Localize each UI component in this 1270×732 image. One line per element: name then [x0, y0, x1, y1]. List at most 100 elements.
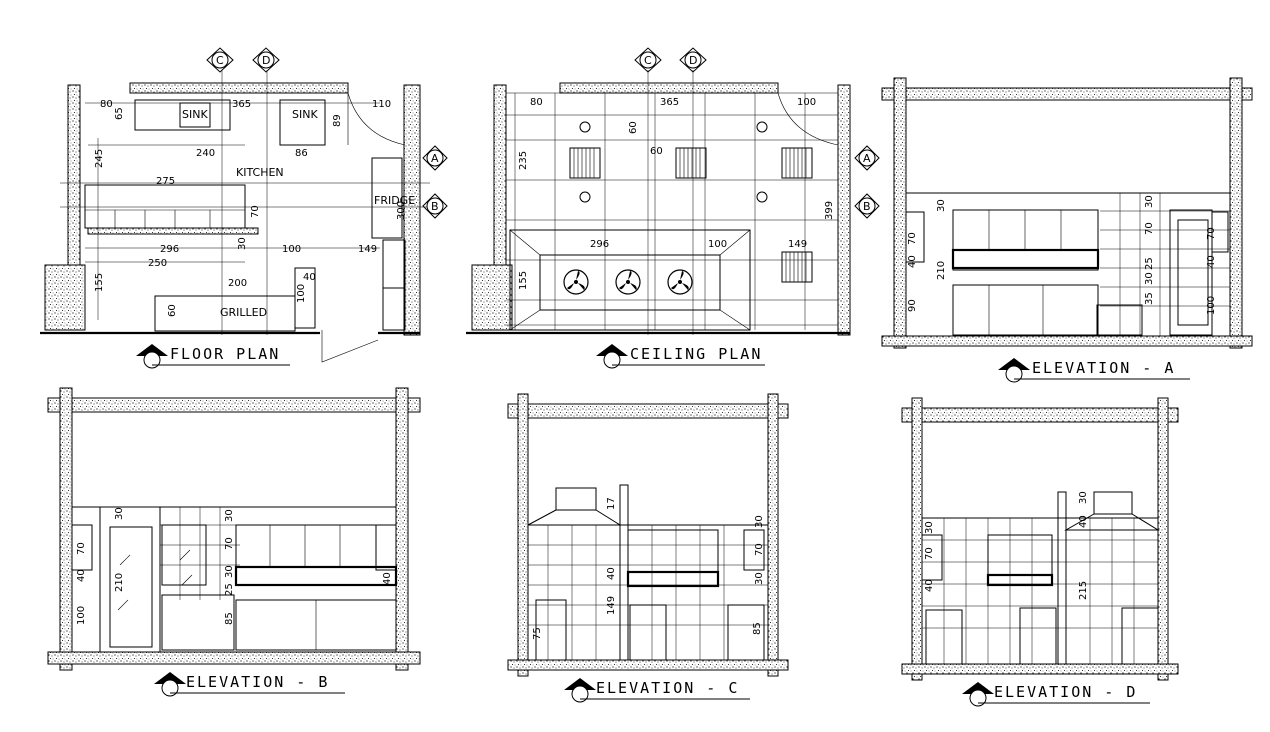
dim-label: 85: [752, 622, 763, 635]
dim-label: 365: [660, 97, 679, 108]
floor-plan-title: FLOOR PLAN: [136, 344, 290, 369]
room-label-kitchen: KITCHEN: [236, 166, 284, 179]
dim-label: 100: [296, 284, 307, 303]
svg-text:C: C: [644, 54, 652, 67]
marker-b: B: [422, 193, 448, 219]
svg-text:D: D: [262, 54, 270, 67]
dim-label: 30: [754, 515, 765, 528]
room-label-sink-2: SINK: [292, 108, 318, 121]
dim-label: 30: [224, 509, 235, 522]
dim-label: 60: [650, 146, 663, 157]
dim-label: 40: [924, 579, 935, 592]
dim-label: 149: [606, 596, 617, 615]
dim-label: 30: [754, 572, 765, 585]
dim-label: 30: [224, 565, 235, 578]
dim-label: 30: [1078, 491, 1089, 504]
dim-label: 85: [224, 612, 235, 625]
svg-text:ELEVATION - A: ELEVATION - A: [1032, 359, 1175, 377]
dim-label: 40: [907, 255, 918, 268]
elevation-c-title: ELEVATION - C: [564, 678, 750, 703]
room-label-sink-1: SINK: [182, 108, 208, 121]
dim-label: 30: [1144, 195, 1155, 208]
dim-label: 275: [156, 176, 175, 187]
dim-label: 30: [114, 507, 125, 520]
dim-label: 70: [924, 547, 935, 560]
svg-text:ELEVATION - D: ELEVATION - D: [994, 683, 1137, 701]
elevation-a: 30 70 40 210 90 30 70 25 30 35 70 40 100…: [881, 77, 1253, 383]
dim-label: 100: [1206, 296, 1217, 315]
dim-label: 155: [94, 273, 105, 292]
dim-label: 200: [228, 278, 247, 289]
svg-text:CEILING PLAN: CEILING PLAN: [630, 345, 762, 363]
dim-label: 365: [232, 99, 251, 110]
dim-label: 70: [754, 543, 765, 556]
dim-label: 75: [532, 627, 543, 640]
dim-label: 70: [1206, 227, 1217, 240]
dim-label: 60: [628, 121, 639, 134]
svg-text:ELEVATION - C: ELEVATION - C: [596, 679, 739, 697]
dim-label: 296: [160, 244, 179, 255]
room-label-grilled: GRILLED: [220, 306, 267, 319]
dim-label: 210: [936, 261, 947, 280]
dim-label: 215: [1078, 581, 1089, 600]
dim-label: 40: [382, 572, 393, 585]
dim-label: 100: [797, 97, 816, 108]
svg-text:FLOOR PLAN: FLOOR PLAN: [170, 345, 280, 363]
svg-text:A: A: [863, 152, 871, 165]
svg-text:A: A: [431, 152, 439, 165]
dim-label: 245: [94, 149, 105, 168]
dim-label: 80: [100, 99, 113, 110]
ceiling-plan: C D A B 80 365 100 60 60 235 399 296 100…: [466, 47, 880, 369]
dim-label: 155: [518, 271, 529, 290]
elevation-b-title: ELEVATION - B: [154, 672, 345, 697]
dim-label: 100: [708, 239, 727, 250]
dim-label: 149: [788, 239, 807, 250]
marker-b: B: [854, 193, 880, 219]
marker-c: C: [206, 47, 234, 73]
svg-text:C: C: [216, 54, 224, 67]
dim-label: 65: [114, 107, 125, 120]
dim-label: 30: [237, 237, 248, 250]
svg-text:D: D: [689, 54, 697, 67]
dim-label: 100: [282, 244, 301, 255]
dim-label: 296: [590, 239, 609, 250]
elevation-d: 30 70 40 30 40 215 ELEVATION - D: [901, 397, 1179, 707]
dim-label: 70: [250, 205, 261, 218]
dim-label: 70: [224, 537, 235, 550]
dim-label: 30: [1144, 272, 1155, 285]
dim-label: 40: [303, 272, 316, 283]
dim-label: 40: [606, 567, 617, 580]
marker-a: A: [854, 145, 880, 171]
elevation-a-title: ELEVATION - A: [998, 358, 1190, 383]
dim-label: 25: [224, 583, 235, 596]
dim-label: 86: [295, 148, 308, 159]
dim-label: 240: [196, 148, 215, 159]
dim-label: 40: [1206, 255, 1217, 268]
dim-label: 17: [606, 497, 617, 510]
ceiling-plan-title: CEILING PLAN: [596, 344, 765, 369]
dim-label: 30: [936, 199, 947, 212]
dim-label: 35: [1144, 292, 1155, 305]
marker-d: D: [679, 47, 707, 73]
dim-label: 30: [924, 521, 935, 534]
marker-c: C: [634, 47, 662, 73]
dim-label: 300: [396, 201, 407, 220]
dim-label: 149: [358, 244, 377, 255]
dim-label: 90: [907, 299, 918, 312]
marker-a: A: [422, 145, 448, 171]
dim-label: 70: [1144, 222, 1155, 235]
svg-text:B: B: [431, 200, 439, 213]
elevation-b: 30 70 40 210 100 30 70 30 25 85 40 ELEVA…: [47, 387, 421, 697]
dim-label: 70: [907, 232, 918, 245]
floor-plan: C D A B SINK SINK KITCHEN FRIDGE GRILLED…: [40, 47, 448, 369]
dim-label: 235: [518, 151, 529, 170]
dim-label: 40: [1078, 515, 1089, 528]
marker-d: D: [252, 47, 280, 73]
dim-label: 25: [1144, 257, 1155, 270]
svg-text:ELEVATION - B: ELEVATION - B: [186, 673, 329, 691]
svg-text:B: B: [863, 200, 871, 213]
dim-label: 80: [530, 97, 543, 108]
dim-label: 60: [167, 304, 178, 317]
dim-label: 110: [372, 99, 391, 110]
dim-label: 250: [148, 258, 167, 269]
